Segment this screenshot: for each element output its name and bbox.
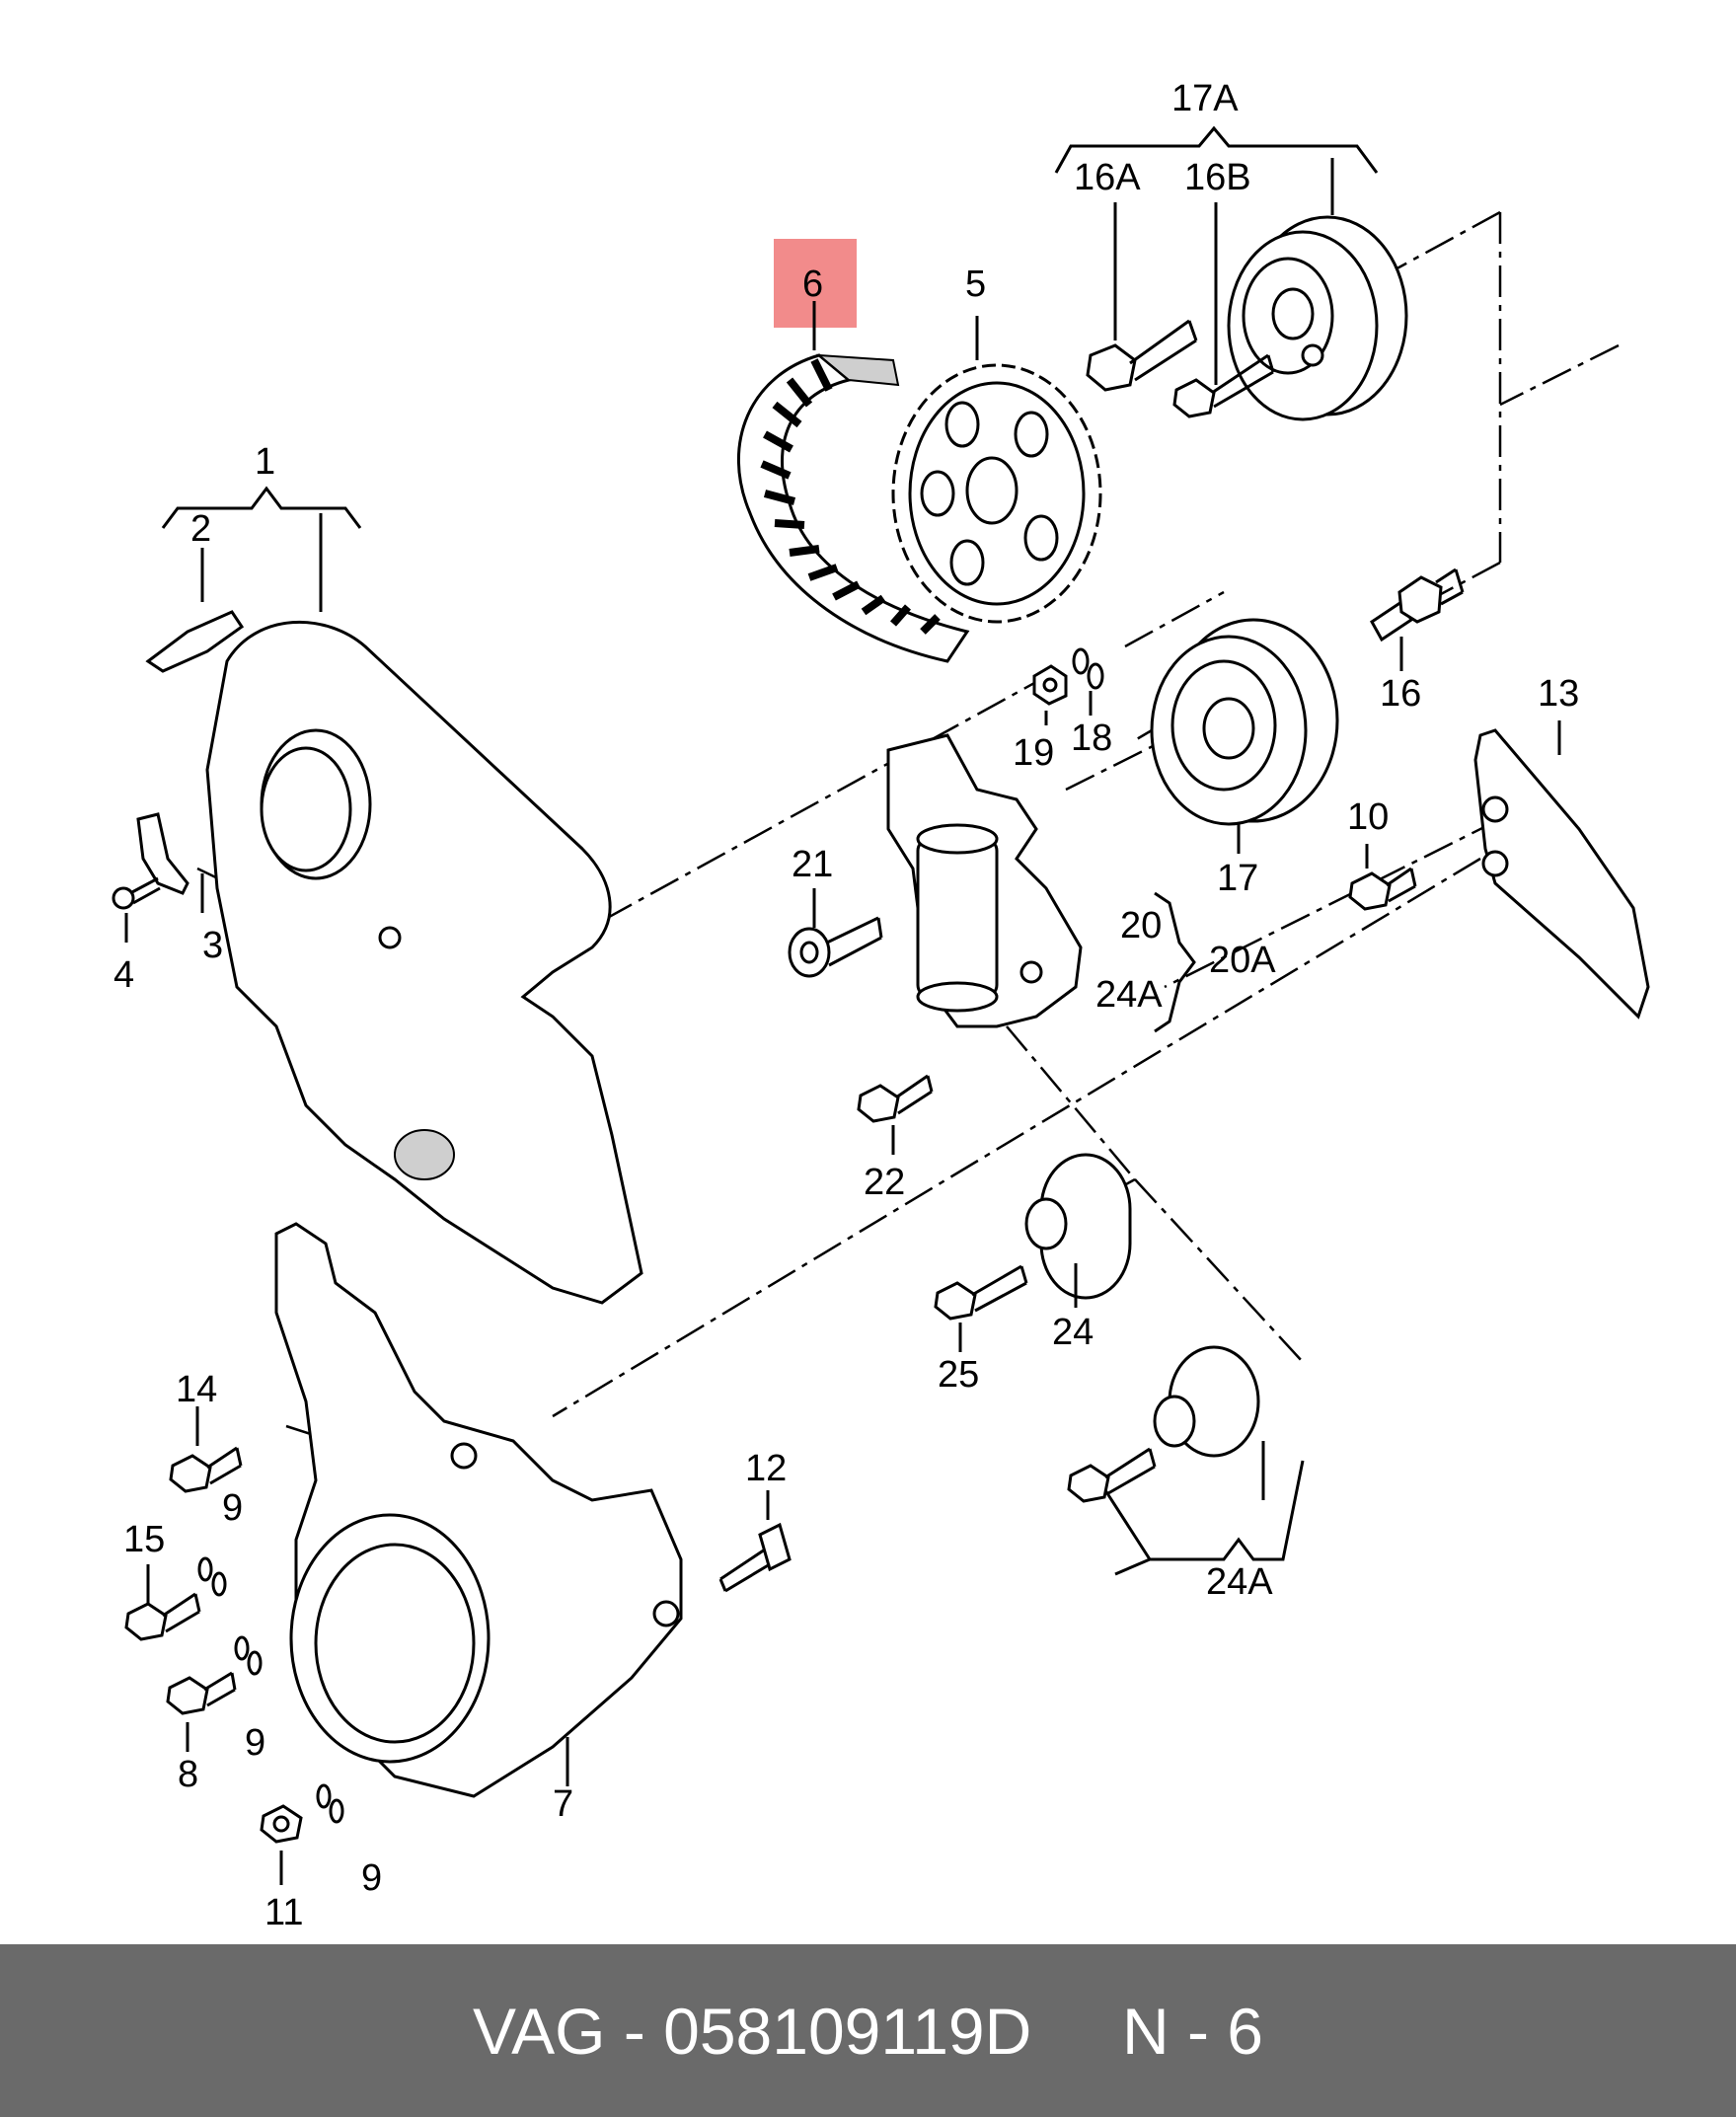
callout-16: 16 [1380, 673, 1421, 715]
bolt-21 [788, 916, 883, 978]
bolt-8 [166, 1671, 237, 1715]
bolt-14 [169, 1446, 243, 1493]
callout-21: 21 [792, 844, 833, 885]
callout-11: 11 [264, 1892, 303, 1933]
callout-9-a: 9 [222, 1487, 243, 1529]
callout-13: 13 [1538, 673, 1579, 715]
callout-16a: 16A [1074, 157, 1141, 198]
callout-12: 12 [745, 1448, 787, 1489]
idler-pulley [1150, 618, 1339, 826]
callout-9-b: 9 [245, 1722, 265, 1764]
callout-5: 5 [965, 264, 986, 305]
bolt-16a [1086, 319, 1198, 392]
callout-24: 24 [1052, 1312, 1094, 1353]
part-number-banner: VAG - 058109119D N - 6 [0, 1944, 1736, 2117]
callout-10: 10 [1347, 796, 1389, 838]
stud-16 [1370, 567, 1465, 643]
bolt-25 [934, 1264, 1028, 1321]
callout-17: 17 [1217, 858, 1258, 899]
callout-7: 7 [553, 1783, 573, 1825]
timing-belt [736, 353, 970, 663]
upper-belt-cover [205, 620, 643, 1305]
callout-4: 4 [113, 954, 134, 996]
callout-22: 22 [864, 1162, 905, 1203]
callout-18: 18 [1071, 718, 1112, 759]
callout-25: 25 [938, 1354, 979, 1396]
callout-17a: 17A [1171, 78, 1239, 119]
callout-2: 2 [190, 508, 211, 550]
bolt-24a [1067, 1447, 1157, 1503]
part-number-text: VAG - 058109119D N - 6 [473, 1994, 1263, 2068]
callout-19: 19 [1013, 732, 1054, 774]
bolt-10 [1348, 867, 1417, 911]
bolt-16b [1172, 353, 1275, 418]
callout-24a-lower: 24A [1206, 1561, 1273, 1603]
mounting-bracket [1473, 728, 1650, 1020]
washer-18 [1072, 647, 1104, 690]
bolt-12 [718, 1522, 792, 1593]
lower-belt-cover [274, 1222, 683, 1798]
callout-16b: 16B [1184, 157, 1251, 198]
washers-9 [197, 1556, 344, 1824]
callout-1: 1 [255, 441, 275, 483]
spacer-sleeve-24 [1024, 1153, 1132, 1300]
callout-3: 3 [202, 925, 223, 966]
spacer-sleeve-24a [1153, 1345, 1260, 1458]
bolt-4 [112, 876, 161, 910]
clip-3 [136, 812, 189, 895]
bolt-22 [857, 1074, 934, 1123]
callout-15: 15 [123, 1519, 165, 1560]
callout-20a: 20A [1209, 940, 1276, 981]
callout-20: 20 [1120, 905, 1162, 946]
clip-2 [145, 610, 245, 673]
callout-labels: 17A 16A 16B 6 5 1 2 16 13 19 18 10 21 17… [113, 78, 1579, 1933]
leader-lines [124, 125, 1561, 1885]
exploded-parts-diagram: 17A 16A 16B 6 5 1 2 16 13 19 18 10 21 17… [112, 78, 1650, 1933]
nut-11 [260, 1804, 303, 1844]
tensioner-pulley-upper [1227, 215, 1408, 421]
callout-14: 14 [176, 1369, 217, 1410]
bolt-15 [124, 1592, 201, 1641]
camshaft-sprocket [891, 363, 1102, 624]
nut-19 [1032, 664, 1068, 706]
callout-8: 8 [178, 1754, 198, 1795]
callout-24a-upper: 24A [1095, 974, 1163, 1016]
callout-6: 6 [802, 264, 823, 305]
tensioner-damper [886, 733, 1083, 1028]
callout-9-c: 9 [361, 1857, 382, 1899]
